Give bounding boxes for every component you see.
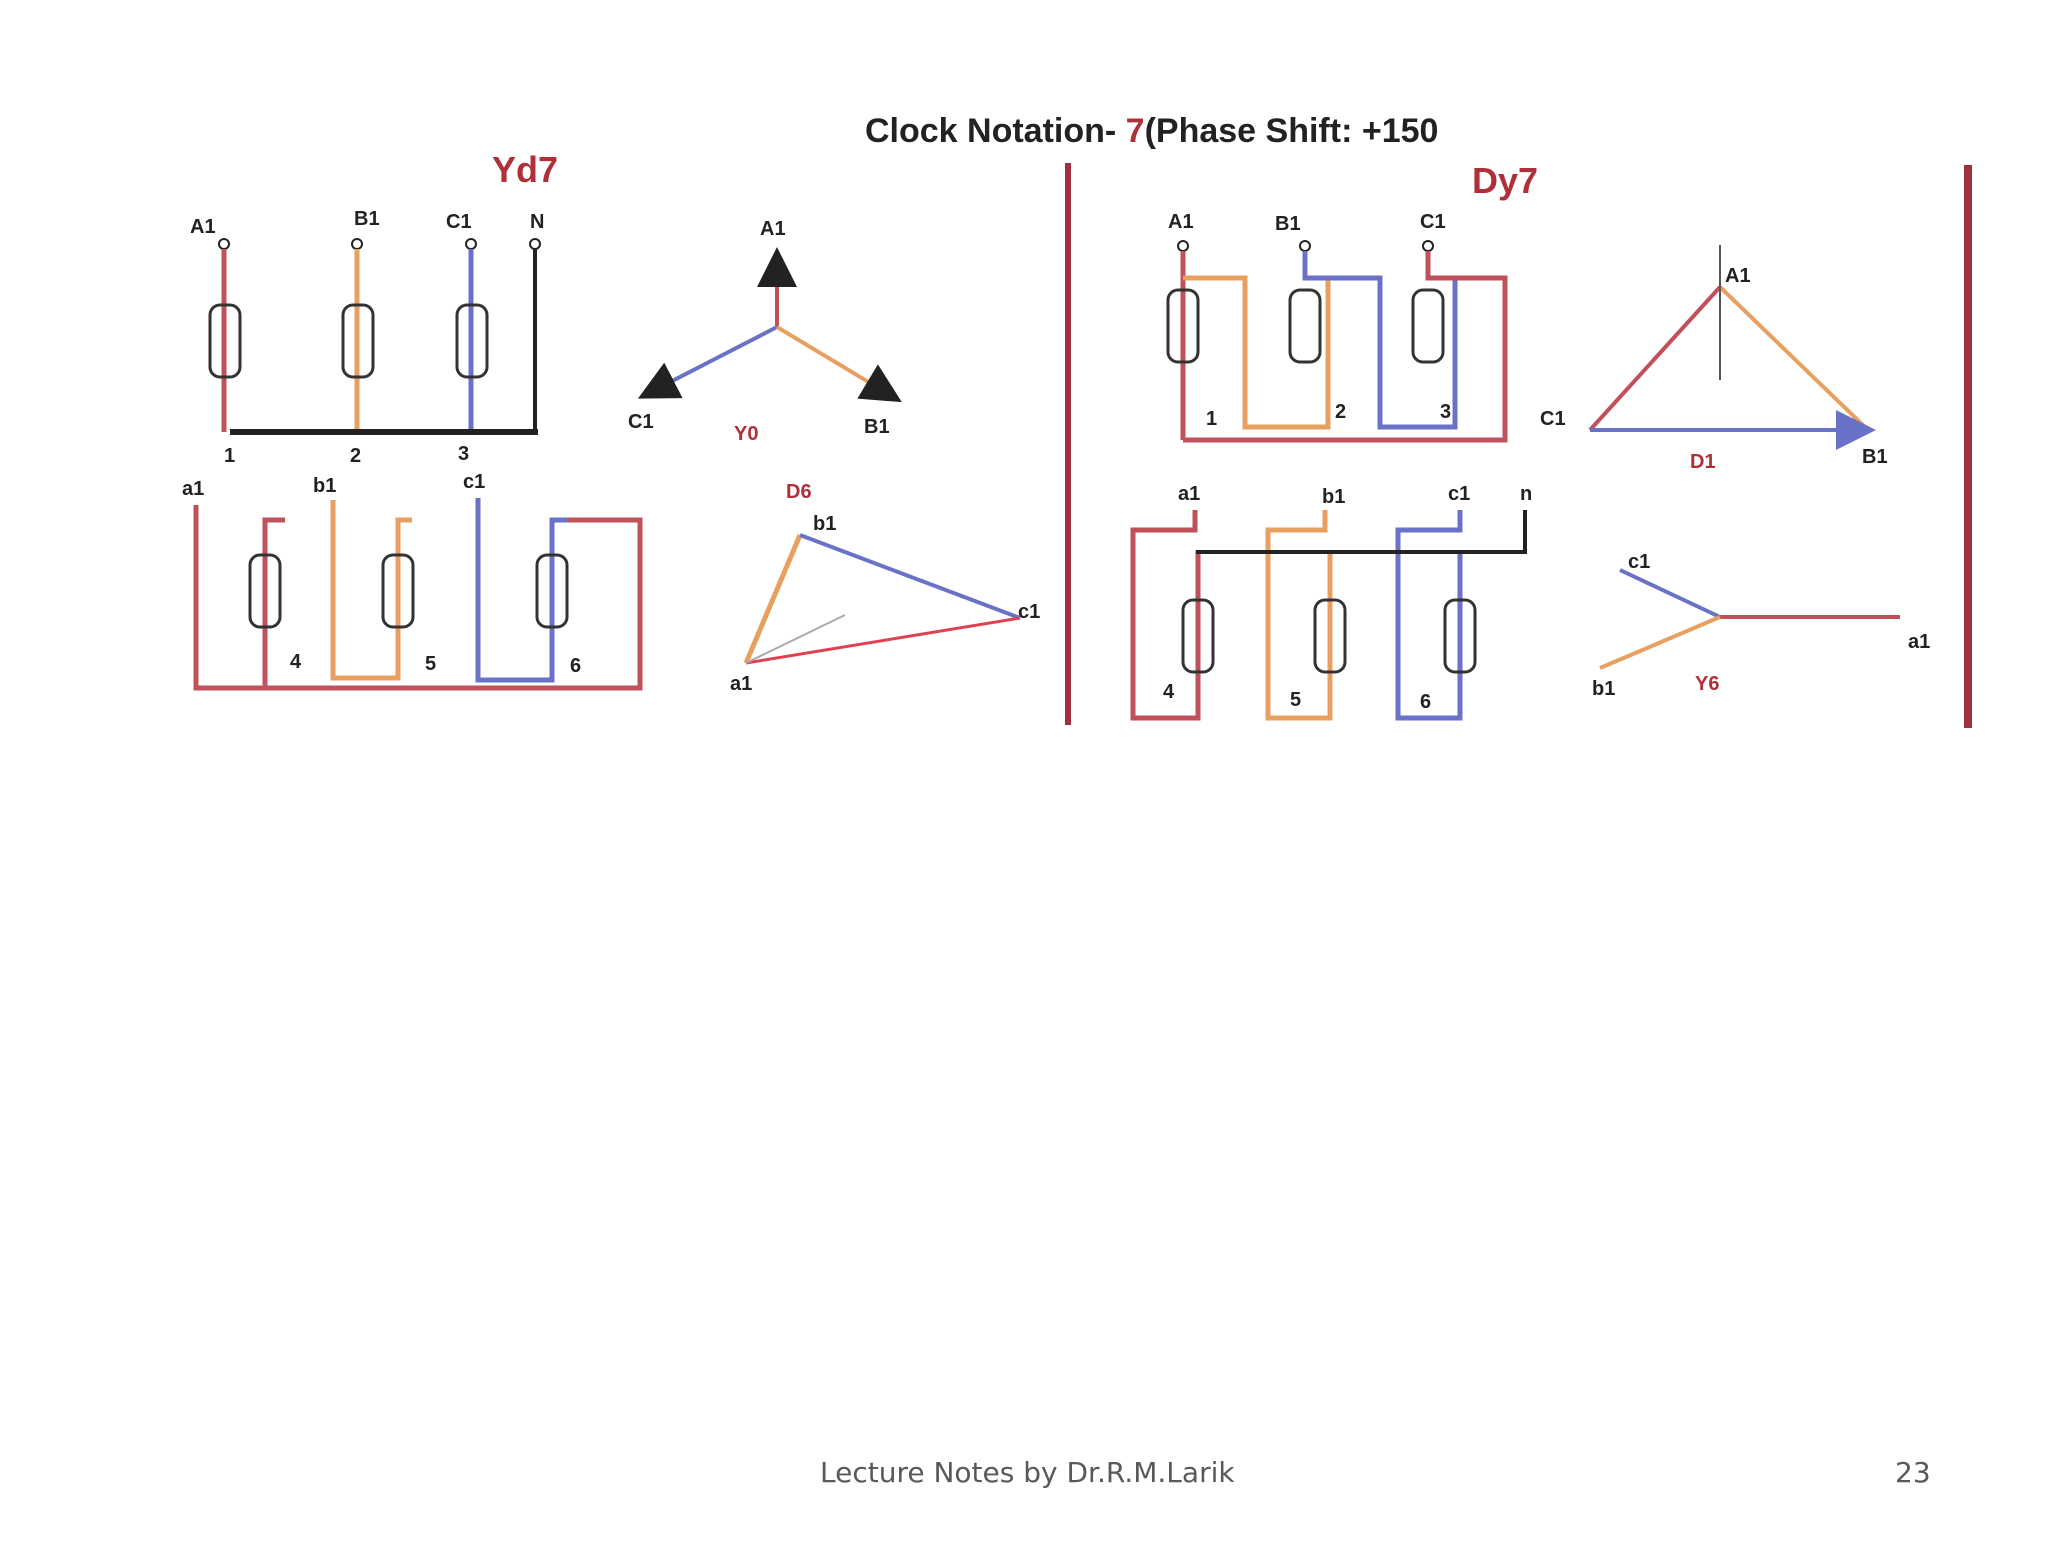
node-label: 3 bbox=[1440, 401, 1451, 423]
terminal-label: B1 bbox=[354, 208, 380, 230]
node-label: 5 bbox=[1290, 689, 1301, 711]
coil bbox=[208, 303, 242, 379]
header-title-number: 7 bbox=[1126, 112, 1145, 150]
coil bbox=[341, 303, 375, 379]
terminal-label: b1 bbox=[313, 475, 336, 497]
header-title-prefix: Clock Notation- bbox=[865, 112, 1126, 150]
phasor-group-label: Y0 bbox=[734, 423, 758, 445]
dy7-star-phasor: c1 a1 b1 Y6 bbox=[1592, 551, 1930, 700]
terminal-node bbox=[1299, 240, 1311, 252]
phasor-label: B1 bbox=[864, 416, 890, 438]
yd7-delta-phasor: D6 b1 c1 a1 bbox=[730, 481, 1040, 695]
coil bbox=[381, 553, 415, 629]
node-label: 4 bbox=[1163, 681, 1175, 703]
phasor-label: a1 bbox=[730, 673, 752, 695]
terminal-node bbox=[1422, 240, 1434, 252]
coil bbox=[1181, 598, 1215, 674]
terminal-label: N bbox=[530, 211, 544, 233]
terminal-label: B1 bbox=[1275, 213, 1301, 235]
header-title: Clock Notation- 7(Phase Shift: +150 bbox=[865, 112, 1438, 150]
phasor-label: a1 bbox=[1908, 631, 1930, 653]
node-label: 6 bbox=[570, 655, 581, 677]
dy7-title: Dy7 bbox=[1472, 160, 1538, 201]
node-label: 2 bbox=[350, 445, 361, 467]
page-number: 23 bbox=[1895, 1456, 1931, 1489]
terminal-label: c1 bbox=[463, 471, 485, 493]
node-label: 4 bbox=[290, 651, 302, 673]
phasor-group-label: D1 bbox=[1690, 451, 1716, 473]
coil bbox=[1313, 598, 1347, 674]
coil bbox=[1288, 288, 1322, 364]
terminal-label: c1 bbox=[1448, 483, 1470, 505]
terminal-node bbox=[218, 238, 230, 250]
coil bbox=[1166, 288, 1200, 364]
phasor-label: b1 bbox=[813, 513, 836, 535]
terminal-node bbox=[351, 238, 363, 250]
phasor-group-label: Y6 bbox=[1695, 673, 1719, 695]
coil bbox=[248, 553, 282, 629]
node-label: 1 bbox=[224, 445, 235, 467]
phasor-label: C1 bbox=[628, 411, 654, 433]
terminal-label: a1 bbox=[182, 478, 204, 500]
node-label: 5 bbox=[425, 653, 436, 675]
phasor-group-label: D6 bbox=[786, 481, 812, 503]
terminal-label: b1 bbox=[1322, 486, 1345, 508]
yd7-secondary-winding: a1 b1 c1 4 5 6 bbox=[182, 471, 643, 691]
node-label: 2 bbox=[1335, 401, 1346, 423]
terminal-label: A1 bbox=[1168, 211, 1194, 233]
yd7-title: Yd7 bbox=[492, 149, 558, 190]
footer-text: Lecture Notes by Dr.R.M.Larik bbox=[820, 1456, 1235, 1489]
terminal-node bbox=[529, 238, 541, 250]
dy7-delta-phasor: A1 C1 B1 D1 bbox=[1540, 245, 1888, 473]
phasor-label: b1 bbox=[1592, 678, 1615, 700]
phasor-label: B1 bbox=[1862, 446, 1888, 468]
yd7-primary-winding: A1 B1 C1 N 1 2 3 bbox=[190, 208, 544, 467]
terminal-label: C1 bbox=[1420, 211, 1446, 233]
terminal-node bbox=[465, 238, 477, 250]
yd7-star-phasor: A1 C1 B1 Y0 bbox=[628, 218, 902, 445]
coil bbox=[1411, 288, 1445, 364]
dy7-primary-winding: A1 B1 C1 1 2 3 bbox=[1166, 211, 1508, 443]
terminal-label: n bbox=[1520, 483, 1532, 505]
dy7-secondary-winding: a1 b1 c1 n 4 5 6 bbox=[1130, 483, 1532, 721]
coil bbox=[535, 553, 569, 629]
coil bbox=[455, 303, 489, 379]
phasor-label: A1 bbox=[1725, 265, 1751, 287]
terminal-node bbox=[1177, 240, 1189, 252]
phasor-label: c1 bbox=[1018, 601, 1040, 623]
node-label: 3 bbox=[458, 443, 469, 465]
node-label: 1 bbox=[1206, 408, 1217, 430]
node-label: 6 bbox=[1420, 691, 1431, 713]
phasor-label: A1 bbox=[760, 218, 786, 240]
coil bbox=[1443, 598, 1477, 674]
terminal-label: C1 bbox=[446, 211, 472, 233]
terminal-label: a1 bbox=[1178, 483, 1200, 505]
phasor-label: c1 bbox=[1628, 551, 1650, 573]
phasor-label: C1 bbox=[1540, 408, 1566, 430]
terminal-label: A1 bbox=[190, 216, 216, 238]
header-title-suffix: (Phase Shift: +150 bbox=[1145, 112, 1439, 150]
